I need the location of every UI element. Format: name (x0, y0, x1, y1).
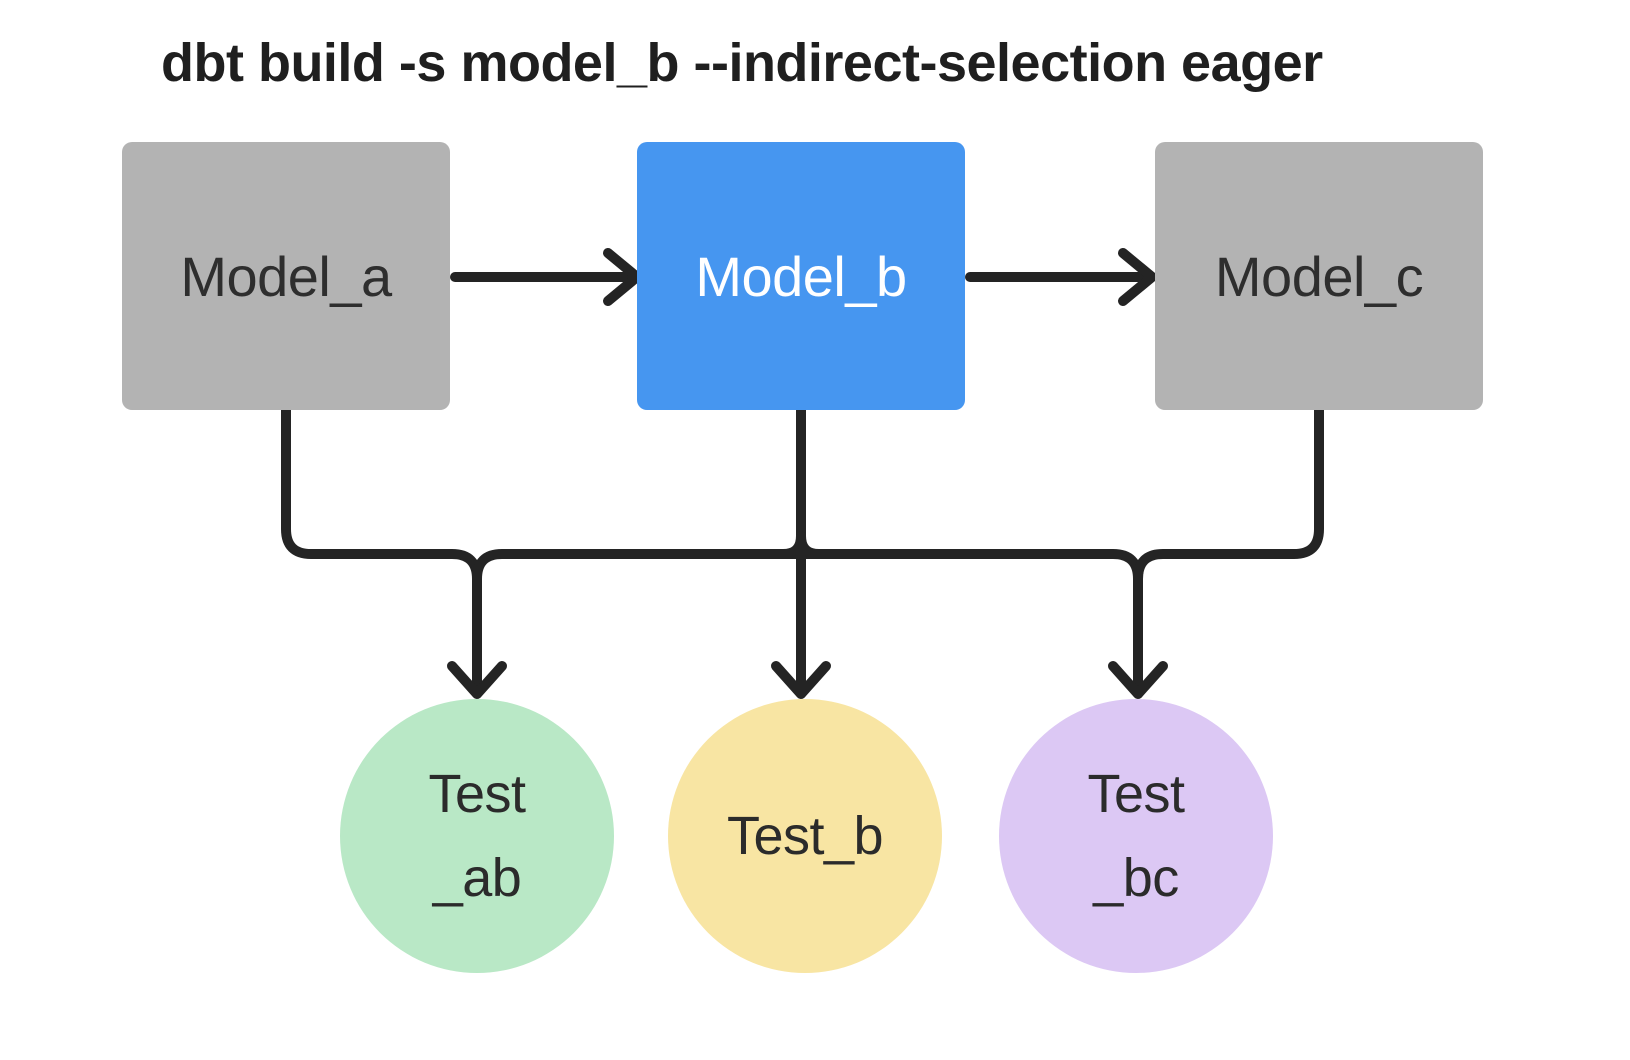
test-ab-node: Test _ab (340, 699, 614, 973)
test-ab-label-line1: Test (428, 764, 526, 824)
arrowhead-down-test-bc (1108, 661, 1168, 699)
edge-model-a-down (281, 405, 482, 693)
model-a-node: Model_a (122, 142, 450, 410)
arrowhead-down-test-ab (447, 661, 507, 699)
model-a-label: Model_a (180, 244, 392, 308)
model-b-label: Model_b (695, 244, 907, 308)
bus-fillet-right (796, 531, 824, 559)
test-b-node: Test_b (668, 699, 942, 973)
test-bc-node: Test _bc (999, 699, 1273, 973)
edge-bus (472, 549, 1143, 584)
arrowhead-right-bc (1118, 248, 1157, 306)
test-bc-label-line2: _bc (1093, 848, 1179, 908)
test-ab-label-line2: _ab (432, 848, 522, 908)
test-bc-label-line1: Test (1087, 764, 1185, 824)
model-c-node: Model_c (1155, 142, 1483, 410)
test-b-label: Test_b (726, 806, 884, 866)
command-title: dbt build -s model_b --indirect-selectio… (161, 33, 1323, 93)
edge-model-c-down (1133, 405, 1324, 693)
arrowhead-down-test-b (771, 661, 831, 699)
model-b-node: Model_b (637, 142, 965, 410)
model-c-label: Model_c (1214, 244, 1424, 308)
